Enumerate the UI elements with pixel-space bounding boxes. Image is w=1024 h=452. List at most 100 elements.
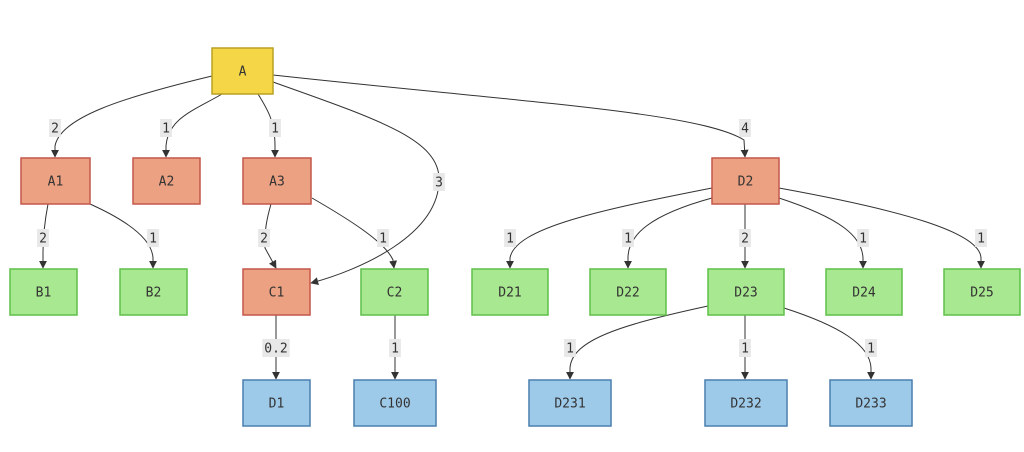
edge-a-a1: [51, 75, 213, 158]
edge-label-bg: [377, 229, 389, 247]
edge-label-text: 1: [566, 342, 574, 357]
node-a[interactable]: A: [211, 47, 274, 95]
node-box: [707, 268, 785, 316]
node-c1[interactable]: C1: [242, 268, 311, 316]
edge-label-bg: [975, 229, 987, 247]
edge-label-d23-d233: 1: [865, 339, 877, 357]
node-label: D233: [855, 397, 886, 412]
edge-d2-d22: [624, 197, 713, 269]
node-label: D22: [616, 286, 639, 301]
node-box: [471, 268, 549, 316]
edge-label-a-a2: 1: [160, 119, 172, 137]
edge-label-text: 4: [741, 122, 749, 137]
edge-arrow: [566, 305, 709, 380]
node-d233[interactable]: D233: [829, 379, 913, 427]
node-d25[interactable]: D25: [943, 268, 1021, 316]
edge-label-d2-d22: 1: [622, 229, 634, 247]
edge-a3-c1: [264, 203, 277, 269]
node-d21[interactable]: D21: [471, 268, 549, 316]
edge-label-a1-b2: 1: [147, 229, 159, 247]
node-box: [211, 47, 274, 95]
edge-label-bg: [865, 339, 877, 357]
edge-arrow: [89, 203, 157, 269]
edge-d2-d21: [506, 187, 713, 269]
edge-label-bg: [269, 119, 281, 137]
edge-label-text: 1: [867, 342, 875, 357]
edge-arrow: [162, 93, 223, 158]
edge-label-text: 3: [435, 176, 443, 191]
edge-label-text: 1: [506, 232, 514, 247]
node-box: [360, 268, 429, 316]
edge-label-bg: [147, 229, 159, 247]
edge-label-bg: [433, 173, 445, 191]
node-c2[interactable]: C2: [360, 268, 429, 316]
edge-d23-d233: [783, 307, 875, 380]
edge-label-bg: [739, 119, 751, 137]
edge-d2-d24: [778, 197, 867, 269]
edges-layer: [39, 74, 985, 380]
edge-a1-b2: [89, 203, 157, 269]
edge-label-a-d2: 4: [739, 119, 751, 137]
edge-label-text: 1: [379, 232, 387, 247]
node-box: [825, 268, 903, 316]
node-box: [829, 379, 913, 427]
node-d1[interactable]: D1: [242, 379, 311, 427]
node-box: [242, 157, 312, 205]
node-b2[interactable]: B2: [119, 268, 188, 316]
node-d24[interactable]: D24: [825, 268, 903, 316]
node-label: A1: [48, 175, 64, 190]
edge-label-bg: [389, 339, 401, 357]
edge-arrow: [624, 197, 713, 269]
node-d2[interactable]: D2: [711, 157, 780, 205]
node-label: D23: [734, 286, 757, 301]
node-box: [132, 157, 201, 205]
node-label: D25: [970, 286, 993, 301]
node-box: [119, 268, 188, 316]
node-label: D24: [852, 286, 876, 301]
node-c100[interactable]: C100: [353, 379, 437, 427]
edge-label-a3-c1: 2: [258, 229, 270, 247]
edge-label-a1-b1: 2: [37, 229, 49, 247]
node-label: B2: [146, 286, 162, 301]
node-label: D231: [554, 397, 585, 412]
node-a1[interactable]: A1: [20, 157, 91, 205]
edge-a-a2: [162, 93, 223, 158]
node-box: [242, 268, 311, 316]
edge-label-d23-d232: 1: [739, 339, 751, 357]
edge-label-bg: [37, 229, 49, 247]
edge-label-bg: [739, 229, 751, 247]
node-label: C1: [269, 286, 285, 301]
node-label: B1: [36, 286, 52, 301]
edge-label-a-a1: 2: [49, 119, 61, 137]
edge-d2-d25: [778, 187, 985, 269]
edge-arrow: [272, 74, 749, 158]
edge-label-d23-d231: 1: [564, 339, 576, 357]
edge-label-bg: [739, 339, 751, 357]
edge-label-bg: [49, 119, 61, 137]
edge-arrow: [51, 75, 213, 158]
node-d232[interactable]: D232: [704, 379, 788, 427]
node-a3[interactable]: A3: [242, 157, 312, 205]
edge-label-bg: [622, 229, 634, 247]
node-d22[interactable]: D22: [589, 268, 667, 316]
node-b1[interactable]: B1: [9, 268, 78, 316]
node-label: A2: [159, 175, 175, 190]
edge-label-c1-d1: 0.2: [262, 339, 290, 357]
edge-label-text: 2: [39, 232, 47, 247]
node-a2[interactable]: A2: [132, 157, 201, 205]
edge-label-text: 2: [260, 232, 268, 247]
node-box: [20, 157, 91, 205]
edge-arrow: [778, 197, 867, 269]
edge-label-c2-c100: 1: [389, 339, 401, 357]
node-label: D1: [269, 397, 285, 412]
edge-label-a-a3: 1: [269, 119, 281, 137]
edge-label-text: 1: [741, 342, 749, 357]
node-d231[interactable]: D231: [528, 379, 612, 427]
edge-label-a-c1: 3: [433, 173, 445, 191]
edge-label-a3-c2: 1: [377, 229, 389, 247]
node-box: [528, 379, 612, 427]
node-d23[interactable]: D23: [707, 268, 785, 316]
node-box: [353, 379, 437, 427]
